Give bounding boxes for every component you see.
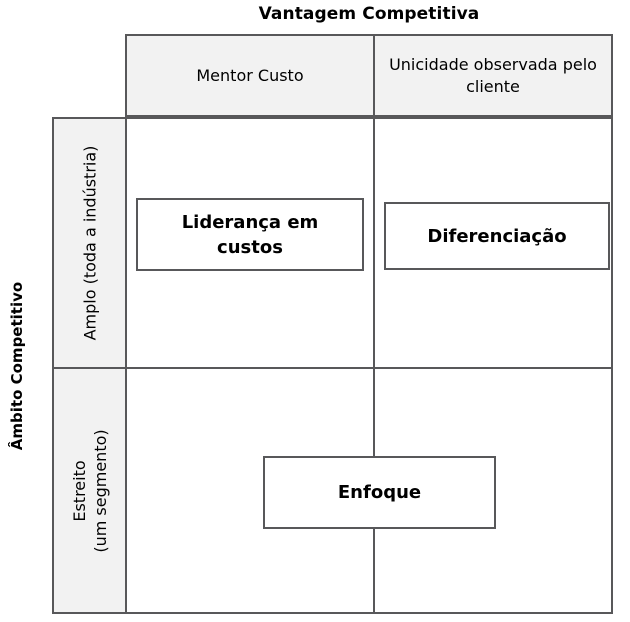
row-header-amplo: Amplo (toda a indústria) (52, 117, 127, 369)
strategy-box-lideranca-em-custos[interactable]: Liderança em custos (136, 198, 364, 271)
competitive-advantage-title: Vantagem Competitiva (258, 4, 480, 24)
strategy-box-diferenciacao[interactable]: Diferenciação (384, 202, 610, 270)
competitive-scope-title-wrap: Âmbito Competitivo (0, 117, 34, 614)
strategy-box-enfoque[interactable]: Enfoque (263, 456, 496, 529)
row-header-estreito-label: Estreito (um segmento) (69, 428, 110, 553)
row-header-estreito: Estreito (um segmento) (52, 367, 127, 614)
row-header-amplo-label: Amplo (toda a indústria) (80, 145, 99, 341)
column-header-unicidade: Unicidade observada pelo cliente (373, 34, 613, 117)
matrix-grid: Mentor Custo Unicidade observada pelo cl… (52, 34, 613, 614)
competitive-scope-title: Âmbito Competitivo (8, 281, 26, 450)
column-header-menor-custo: Mentor Custo (125, 34, 375, 117)
